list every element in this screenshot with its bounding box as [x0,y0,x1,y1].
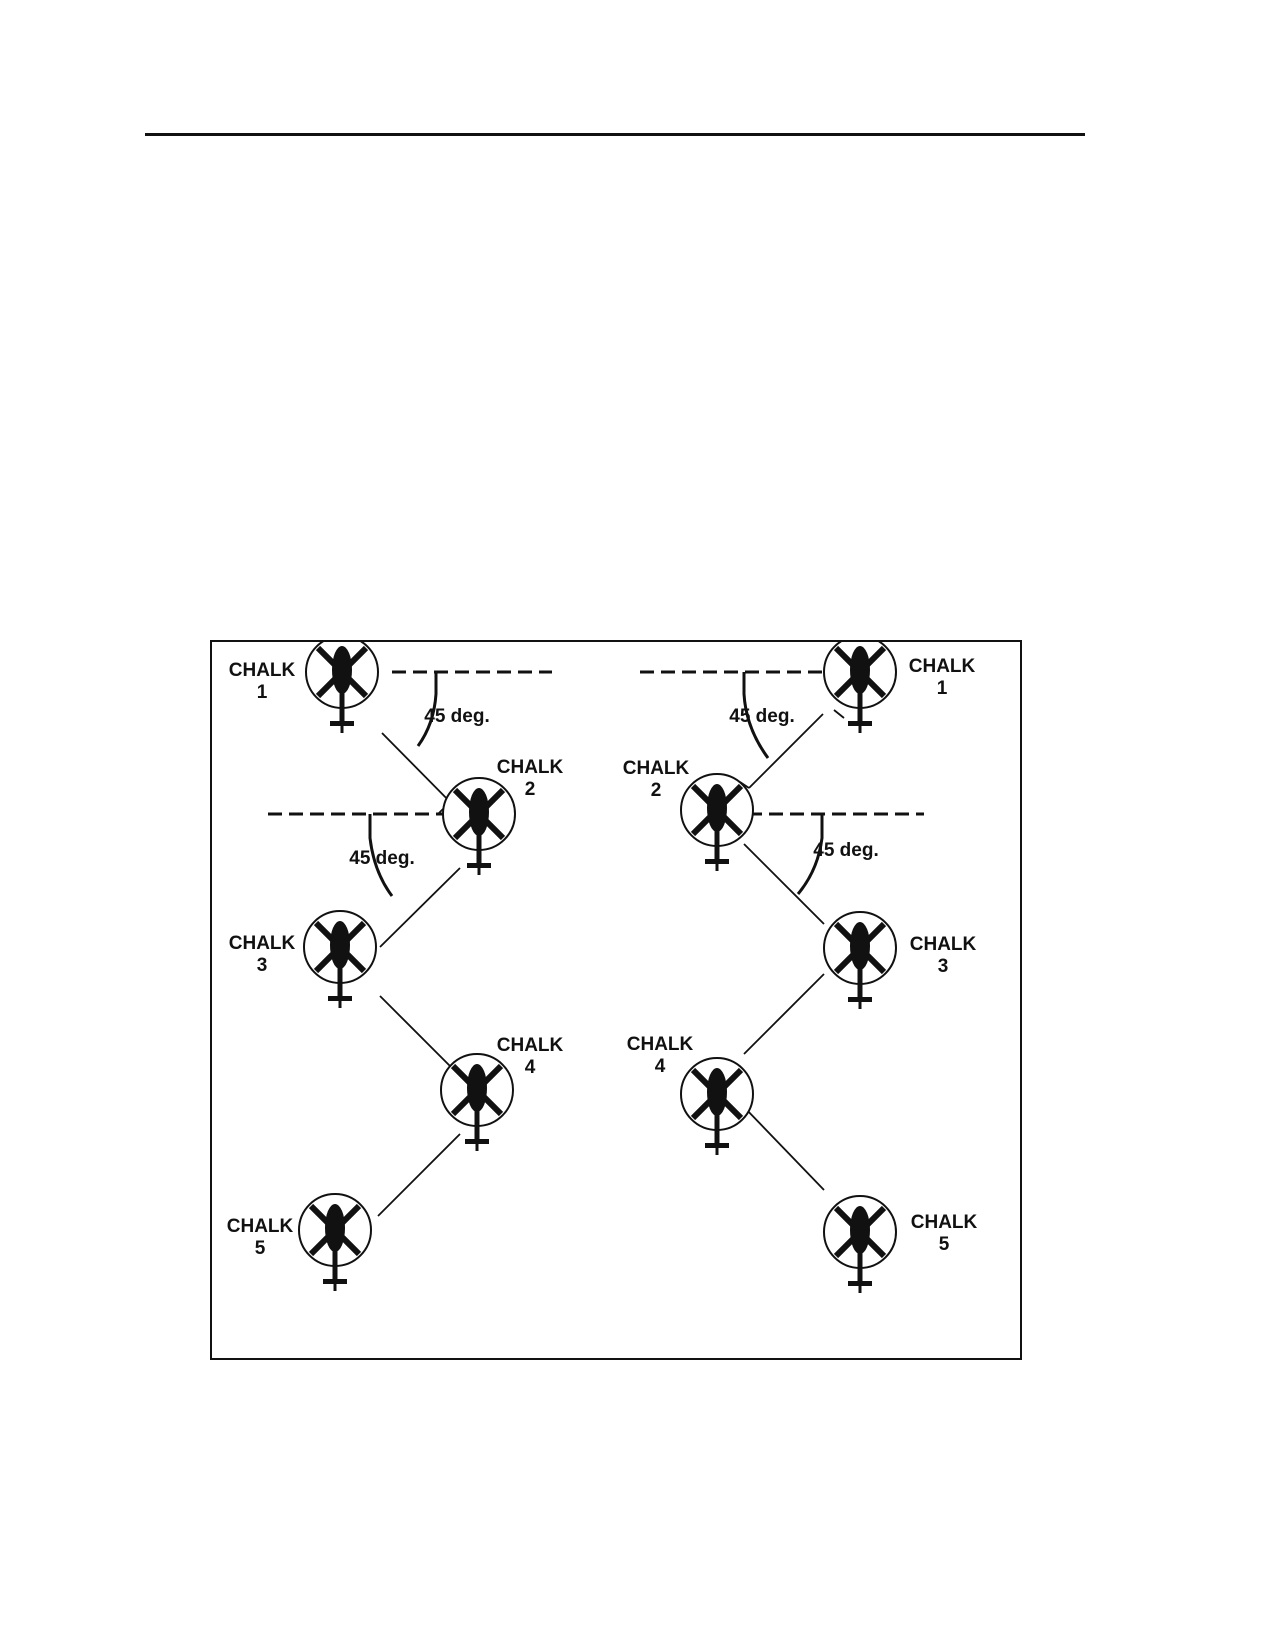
right-chalk-3-number: 3 [938,956,949,977]
right-chalk-3-label: CHALK [910,934,977,955]
left-chalk-2-label: CHALK [497,757,564,778]
left-chalk-3-label: CHALK [229,933,296,954]
left-link-3-4 [379,995,463,1079]
right-link-3-4 [743,973,825,1055]
left-chalk-1-label: CHALK [229,660,296,681]
left-chalk-5-number: 5 [255,1238,266,1259]
left-chalk-3-helicopter-icon [304,911,376,1008]
right-chalk-1-number: 1 [937,678,948,699]
left-chalk-1-number: 1 [257,682,268,703]
left-angle-label-1: 45 deg. [424,706,489,727]
right-chalk-5-number: 5 [939,1234,950,1255]
right-link-1-2 [748,713,824,789]
right-chalk-5-helicopter-icon [824,1196,896,1293]
right-chalk-2-label: CHALK [623,758,690,779]
formation-diagram: CHALK 1 CHALK 2 CHALK 3 CHALK 4 CHALK 5 … [210,640,1022,1360]
left-chalk-5-helicopter-icon [299,1194,371,1291]
right-chalk-2-helicopter-icon [681,774,753,871]
top-rule [145,133,1085,136]
right-tick-2 [833,709,845,719]
right-angle-label-2: 45 deg. [813,840,878,861]
right-formation: CHALK 1 CHALK 2 CHALK 3 CHALK 4 CHALK 5 … [623,642,978,1293]
left-link-2-3 [379,867,461,948]
right-angle-arc-1 [742,672,770,759]
left-angle-arc-1 [416,672,438,747]
right-chalk-5-label: CHALK [911,1212,978,1233]
left-chalk-2-number: 2 [525,779,536,800]
right-angle-label-1: 45 deg. [729,706,794,727]
left-chalk-4-label: CHALK [497,1035,564,1056]
left-link-4-5 [377,1133,461,1217]
right-link-4-5 [743,1106,825,1191]
right-link-2-3 [743,843,825,925]
right-chalk-1-helicopter-icon [824,642,896,733]
right-chalk-2-number: 2 [651,780,662,801]
formation-diagram-svg: CHALK 1 CHALK 2 CHALK 3 CHALK 4 CHALK 5 … [227,642,978,1360]
left-chalk-1-helicopter-icon [306,642,378,733]
right-angle-arc-2 [796,814,824,895]
left-angle-arc-2 [368,814,394,897]
left-chalk-3-number: 3 [257,955,268,976]
left-formation: CHALK 1 CHALK 2 CHALK 3 CHALK 4 CHALK 5 … [227,642,564,1291]
right-chalk-4-number: 4 [655,1056,666,1077]
left-chalk-4-number: 4 [525,1057,536,1078]
right-chalk-4-label: CHALK [627,1034,694,1055]
right-chalk-1-label: CHALK [909,656,976,677]
left-chalk-4-helicopter-icon [441,1054,513,1151]
left-chalk-5-label: CHALK [227,1216,294,1237]
left-angle-label-2: 45 deg. [349,848,414,869]
left-chalk-2-helicopter-icon [443,778,515,875]
right-chalk-3-helicopter-icon [824,912,896,1009]
right-chalk-4-helicopter-icon [681,1058,753,1155]
